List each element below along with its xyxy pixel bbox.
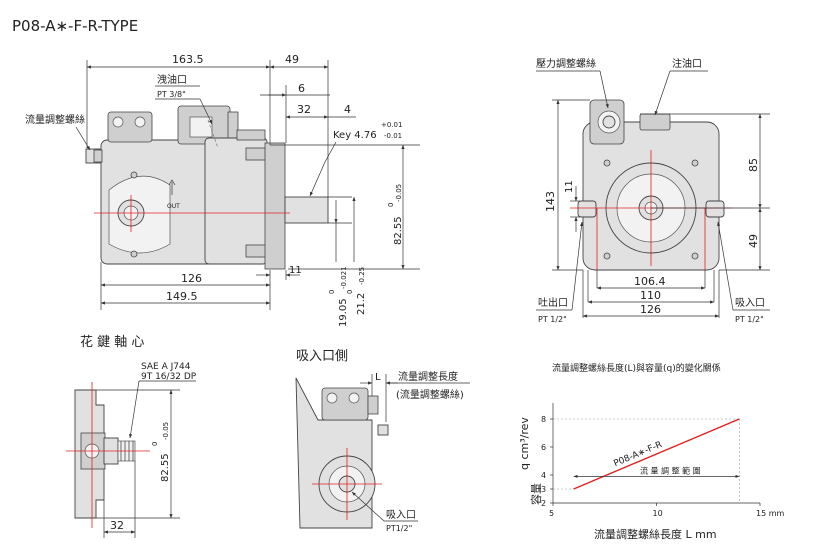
flow-length-label1: 流量調整長度 xyxy=(398,370,458,383)
dim-149-5: 149.5 xyxy=(166,290,198,303)
chart-title: 流量調整螺絲長度(L)與容量(q)的變化關係 xyxy=(552,362,721,374)
chart-y-ticks: 2 3 4 6 8 xyxy=(541,415,553,508)
inlet-side-heading: 吸入口側 xyxy=(296,349,348,364)
dim-19-05-tol-up: 0 xyxy=(328,290,336,294)
drain-port-spec: PT 3/8" xyxy=(157,90,186,99)
chart-y-tick-label: 2 xyxy=(541,499,546,508)
dim-4: 4 xyxy=(344,103,351,116)
chart-range-label: 流 量 調 整 範 圍 xyxy=(640,465,701,475)
spline-body xyxy=(74,389,136,519)
front-dim-11: 11 xyxy=(564,180,575,193)
chart-y-tick-label: 8 xyxy=(541,415,546,424)
chart-ylabel-cn: 容量 xyxy=(529,483,543,505)
key-tol-up: +0.01 xyxy=(381,121,402,129)
spline-spec-line1: SAE A J744 xyxy=(141,362,191,372)
front-dim-143: 143 xyxy=(544,191,557,212)
dim-11: 11 xyxy=(289,265,302,276)
chart-x-tick-label: 15 mm xyxy=(756,509,785,518)
outlet-port-spec: PT 1/2" xyxy=(538,315,567,324)
dim-21-2: 21.2 xyxy=(356,293,367,315)
inlet-side-view: 吸入口側 L 流量調整長度 (流量調整螺絲) 吸入口 PT1/2" xyxy=(295,349,470,533)
dim-163-5: 163.5 xyxy=(172,53,204,66)
inlet-side-body xyxy=(295,377,389,529)
oil-fill-port-label: 注油口 xyxy=(672,57,702,70)
front-view: 壓力調整螺絲 注油口 85 49 143 11 106.4 110 xyxy=(536,57,770,324)
inlet-port-label: 吸入口 xyxy=(735,298,765,309)
spline-heading: 花 鍵 軸 心 xyxy=(80,334,144,350)
inlet-side-port-label: 吸入口 xyxy=(386,510,416,521)
front-dim-49: 49 xyxy=(747,234,760,248)
flow-adjust-screw-label: 流量調整螺絲 xyxy=(25,113,85,126)
key-tol-dn: -0.01 xyxy=(384,132,402,140)
spline-view: 花 鍵 軸 心 SAE A J744 9T 16/32 DP 82.55 0 -… xyxy=(66,334,197,538)
inlet-side-port-spec: PT1/2" xyxy=(386,524,412,533)
dim-19-05-tol-dn: -0.021 xyxy=(340,266,348,289)
dim-126: 126 xyxy=(181,272,202,285)
dim-49: 49 xyxy=(285,53,299,66)
front-dim-106-4: 106.4 xyxy=(634,275,666,288)
page-title: P08-A∗-F-R-TYPE xyxy=(12,17,138,35)
front-dim-126: 126 xyxy=(640,303,661,316)
front-dim-110: 110 xyxy=(640,289,661,302)
spline-spec-line2: 9T 16/32 DP xyxy=(141,372,197,382)
chart-ylabel-sym: q cm³/rev xyxy=(518,417,531,470)
out-mark: OUT xyxy=(167,203,180,210)
inlet-port-spec: PT 1/2" xyxy=(735,315,764,324)
spline-dim-82-55: 82.55 xyxy=(160,453,171,482)
side-pump-body: OUT xyxy=(85,105,329,270)
dim-32: 32 xyxy=(297,103,311,116)
outlet-port-label: 吐出口 xyxy=(538,296,568,309)
front-dim-85: 85 xyxy=(747,158,760,172)
dim-82-55: 82.55 xyxy=(393,216,404,245)
dim-82-55-tol-dn: -0.05 xyxy=(395,184,403,202)
flow-length-label2: (流量調整螺絲) xyxy=(396,388,464,401)
chart-x-tick-label: 10 xyxy=(653,509,663,518)
dim-L: L xyxy=(375,372,381,383)
chart-x-ticks: 5 10 15 mm xyxy=(549,503,785,518)
spline-dim-32: 32 xyxy=(110,519,124,532)
dim-21-2-tol-up: 0 xyxy=(346,290,354,294)
chart-y-tick-label: 6 xyxy=(541,443,546,452)
chart-x-tick-label: 5 xyxy=(549,509,554,518)
pressure-screw-label: 壓力調整螺絲 xyxy=(536,57,596,70)
dim-82-55-tol-up: 0 xyxy=(387,203,395,207)
dim-19-05: 19.05 xyxy=(338,298,349,327)
side-view: OUT 163.5 49 6 32 4 +0.01 Key 4.76 -0.01… xyxy=(25,53,420,327)
chart-xlabel: 流量調整螺絲長度 L mm xyxy=(594,527,717,541)
chart-y-tick-label: 4 xyxy=(541,471,546,480)
key-dim: Key 4.76 xyxy=(333,130,377,141)
dim-21-2-tol-dn: -0.25 xyxy=(358,267,366,285)
spline-dim-tol-up: 0 xyxy=(151,442,159,446)
chart-series-line xyxy=(573,418,740,490)
drain-port-label: 洩油口 xyxy=(157,73,187,86)
chart-y-tick-label: 3 xyxy=(541,485,546,494)
chart-guides xyxy=(553,418,740,503)
spline-dim-tol-dn: -0.05 xyxy=(162,422,170,440)
dim-6: 6 xyxy=(298,82,305,95)
